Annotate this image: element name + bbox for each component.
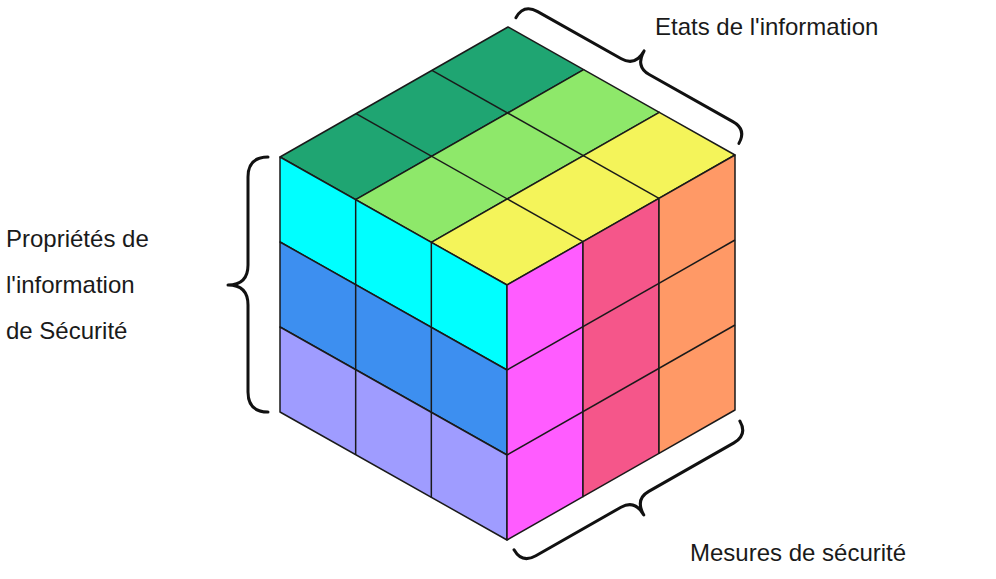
cube-left-face <box>280 157 507 540</box>
cube-cell <box>659 155 735 453</box>
grid-line <box>431 242 433 497</box>
axis-label: Etats de l'information <box>655 4 985 50</box>
curly-brace <box>228 157 268 412</box>
cube-right-face <box>507 155 735 540</box>
axis-label: Propriétés de l'information de Sécurité <box>6 216 164 354</box>
cube-cell <box>280 327 507 540</box>
grid-line <box>432 70 659 198</box>
axis-label: Mesures de sécurité <box>690 530 990 576</box>
cube-cell <box>507 242 583 540</box>
grid-line <box>355 200 357 455</box>
grid-line <box>507 240 735 370</box>
cube-cell <box>583 198 659 496</box>
grid-line <box>507 325 735 455</box>
